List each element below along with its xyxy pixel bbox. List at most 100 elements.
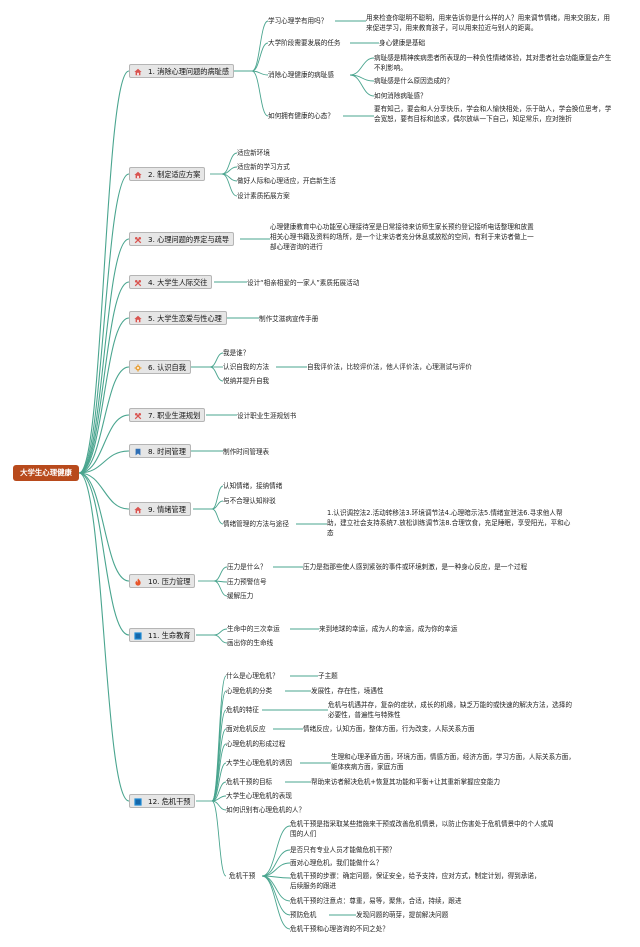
branch-11-label: 11. 生命教育 bbox=[148, 631, 191, 640]
b12-item-6-detail[interactable]: 生理和心理矛盾方面，环境方面，情感方面，经济方面，学习方面，人际关系方面，躯体疾… bbox=[331, 753, 575, 771]
b12-item-5[interactable]: 心理危机的形成过程 bbox=[226, 740, 286, 748]
connector-line bbox=[251, 70, 269, 117]
b10-item-3[interactable]: 缓解压力 bbox=[227, 592, 254, 600]
connector-line bbox=[261, 875, 291, 916]
branch-5[interactable]: 5. 大学生恋爱与性心理 bbox=[129, 311, 227, 325]
b12-item-1-detail[interactable]: 子主题 bbox=[318, 672, 338, 680]
branch-2[interactable]: 2. 制定适应方案 bbox=[129, 167, 206, 181]
b6-item-3[interactable]: 悦纳并提升自我 bbox=[223, 377, 270, 385]
b2-item-4[interactable]: 设计素质拓展方案 bbox=[237, 192, 290, 200]
connector-line bbox=[78, 450, 130, 474]
b1-tasks-detail[interactable]: 身心健康是基础 bbox=[379, 39, 426, 47]
b5-item-1[interactable]: 制作艾滋病宣传手册 bbox=[259, 315, 319, 323]
b3-item-1[interactable]: 心理健康教育中心功能室心理接待室是日常接待来访师生家长预约登记接听电话整理和放置… bbox=[270, 223, 534, 251]
b9-item-3[interactable]: 情绪管理的方法与途径 bbox=[223, 520, 289, 528]
b1-stigma-remove[interactable]: 如何消除病耻感？ bbox=[374, 92, 427, 100]
b4-item-1[interactable]: 设计“相亲相爱的一家人”素质拓展活动 bbox=[247, 279, 360, 287]
tools-icon bbox=[134, 236, 142, 244]
b12-item-2[interactable]: 心理危机的分类 bbox=[226, 687, 273, 695]
connector-line bbox=[211, 709, 227, 802]
b1-useful-psychology[interactable]: 学习心理学有用吗？ bbox=[268, 17, 328, 25]
b12-sub-7[interactable]: 危机干预和心理咨询的不同之处？ bbox=[290, 925, 389, 933]
square-icon bbox=[134, 798, 142, 806]
home-icon bbox=[134, 506, 142, 514]
branch-4[interactable]: 4. 大学生人际交往 bbox=[129, 275, 213, 289]
b6-item-2-detail[interactable]: 自我评价法，比较评价法，他人评价法，心理测试与评价 bbox=[307, 363, 472, 371]
branch-9-label: 9. 情绪管理 bbox=[148, 505, 186, 514]
connector-line bbox=[211, 500, 224, 510]
connector-line bbox=[78, 472, 130, 802]
b10-item-1-detail[interactable]: 压力是指那些使人感到紧张的事件或环境刺激，是一种身心反应，是一个过程 bbox=[303, 563, 528, 571]
b12-item-4-detail[interactable]: 情绪反应，认知方面，整体方面，行为改变，人际关系方面 bbox=[303, 725, 475, 733]
b1-useful-psychology-detail[interactable]: 用来检查你聪明不聪明，用来告诉你是什么样的人？用来调节情绪，用来交朋友，用来促进… bbox=[366, 14, 610, 32]
branch-7[interactable]: 7. 职业生涯规划 bbox=[129, 408, 206, 422]
b12-item-6[interactable]: 大学生心理危机的诱因 bbox=[226, 759, 292, 767]
b10-item-2[interactable]: 压力预警信号 bbox=[227, 578, 267, 586]
b9-item-1[interactable]: 认知情绪，接纳情绪 bbox=[223, 482, 283, 490]
b11-item-2[interactable]: 画出你的生命线 bbox=[227, 639, 274, 647]
b1-stigma[interactable]: 消除心理健康的病耻感 bbox=[268, 71, 334, 79]
b1-healthy-mindset-detail[interactable]: 要有知己，要会和人分享快乐，学会和人愉快相处，乐于助人，学会换位思考，学会宽恕，… bbox=[374, 105, 612, 123]
connector-line bbox=[211, 800, 227, 877]
b12-item-1[interactable]: 什么是心理危机？ bbox=[226, 672, 279, 680]
b12-sub-3[interactable]: 面对心理危机，我们能做什么？ bbox=[290, 859, 383, 867]
branch-10[interactable]: 10. 压力管理 bbox=[129, 574, 196, 588]
b12-item-8[interactable]: 大学生心理危机的表现 bbox=[226, 792, 292, 800]
branch-8[interactable]: 8. 时间管理 bbox=[129, 444, 191, 458]
b10-item-1[interactable]: 压力是什么？ bbox=[227, 563, 267, 571]
connector-line bbox=[78, 281, 130, 474]
branch-1[interactable]: 1. 消除心理问题的病耻感 bbox=[129, 64, 235, 78]
b2-item-2[interactable]: 适应新的学习方式 bbox=[237, 163, 290, 171]
b12-sub-4[interactable]: 危机干预的步骤：确定问题，保证安全，给予支持，应对方式，制定计划，得到承诺，后续… bbox=[290, 872, 541, 890]
b2-item-1[interactable]: 适应新环境 bbox=[237, 149, 270, 157]
branch-4-label: 4. 大学生人际交往 bbox=[148, 278, 208, 287]
b12-sub-6-detail[interactable]: 发现问题的萌芽，提前解决问题 bbox=[356, 911, 449, 919]
home-icon bbox=[134, 171, 142, 179]
connector-line bbox=[221, 173, 238, 197]
branch-9[interactable]: 9. 情绪管理 bbox=[129, 502, 191, 516]
b1-stigma-cause[interactable]: 病耻感是什么原因造成的？ bbox=[374, 77, 454, 85]
tools-icon bbox=[134, 412, 142, 420]
connector-line bbox=[78, 366, 130, 474]
branch-5-label: 5. 大学生恋爱与性心理 bbox=[148, 314, 222, 323]
b12-item-7-detail[interactable]: 帮助来访者解决危机+恢复其功能和平衡+让其重新掌握应变能力 bbox=[311, 778, 501, 786]
b12-sub-6[interactable]: 预防危机 bbox=[290, 911, 317, 919]
branch-11[interactable]: 11. 生命教育 bbox=[129, 628, 196, 642]
branch-3[interactable]: 3. 心理问题的界定与疏导 bbox=[129, 232, 235, 246]
b11-item-1[interactable]: 生命中的三次幸运 bbox=[227, 625, 280, 633]
b9-item-3-detail[interactable]: 1.认识调控法2.活动转移法3.环境调节法4.心理暗示法5.情绪宣泄法6.寻求他… bbox=[327, 509, 571, 537]
b1-tasks[interactable]: 大学阶段需要发展的任务 bbox=[268, 39, 341, 47]
b12-item-4[interactable]: 面对危机反应 bbox=[226, 725, 266, 733]
b12-item-10[interactable]: 危机干预 bbox=[229, 872, 256, 880]
b6-item-1[interactable]: 我是谁？ bbox=[223, 349, 250, 357]
branch-6[interactable]: 6. 认识自我 bbox=[129, 360, 191, 374]
b12-item-3[interactable]: 危机的特征 bbox=[226, 706, 259, 714]
branch-1-label: 1. 消除心理问题的病耻感 bbox=[148, 67, 230, 76]
b12-item-2-detail[interactable]: 发展性，存在性，境遇性 bbox=[311, 687, 384, 695]
connector-line bbox=[251, 70, 269, 76]
b12-item-7[interactable]: 危机干预的目标 bbox=[226, 778, 273, 786]
b8-item-1[interactable]: 制作时间管理表 bbox=[223, 448, 270, 456]
b6-item-2[interactable]: 认识自我的方法 bbox=[223, 363, 270, 371]
b11-item-1-detail[interactable]: 来到地球的幸运，成为人的幸运，成为你的幸运 bbox=[319, 625, 458, 633]
b12-sub-5[interactable]: 危机干预的注意点：尊重，易等，聚焦，合适，持续，跟进 bbox=[290, 897, 462, 905]
connector-line bbox=[211, 508, 224, 525]
b12-sub-2[interactable]: 是否只有专业人员才能做危机干预？ bbox=[290, 846, 396, 854]
b1-stigma-definition[interactable]: 病耻感是精神疾病患者所表现的一种负性情绪体验，其对患者社会功能康复会产生不利影响… bbox=[374, 54, 612, 72]
connector-line bbox=[209, 352, 224, 368]
b7-item-1[interactable]: 设计职业生涯规划书 bbox=[237, 412, 297, 420]
connector-line bbox=[211, 800, 227, 811]
branch-7-label: 7. 职业生涯规划 bbox=[148, 411, 201, 420]
branch-12[interactable]: 12. 危机干预 bbox=[129, 794, 196, 808]
b2-item-3[interactable]: 做好人际和心理适应，开启新生活 bbox=[237, 177, 336, 185]
b9-item-2[interactable]: 与不合理认知辩驳 bbox=[223, 497, 276, 505]
connector-line bbox=[349, 57, 375, 76]
b12-item-3-detail[interactable]: 危机与机遇并存，复杂的症状，成长的机缘，缺乏万能的或快速的解决方法，选择的必要性… bbox=[328, 701, 572, 719]
b1-healthy-mindset[interactable]: 如何拥有健康的心态？ bbox=[268, 112, 334, 120]
gear-icon bbox=[134, 364, 142, 372]
branch-6-label: 6. 认识自我 bbox=[148, 363, 186, 372]
root-topic[interactable]: 大学生心理健康 bbox=[13, 465, 79, 481]
b12-sub-1[interactable]: 危机干预是指采取某些措施来干预或改善危机情景，以防止伤害处于危机情景中的个人或周… bbox=[290, 820, 554, 838]
fire-icon bbox=[134, 578, 142, 586]
b12-item-9[interactable]: 如何识别有心理危机的人？ bbox=[226, 806, 306, 814]
